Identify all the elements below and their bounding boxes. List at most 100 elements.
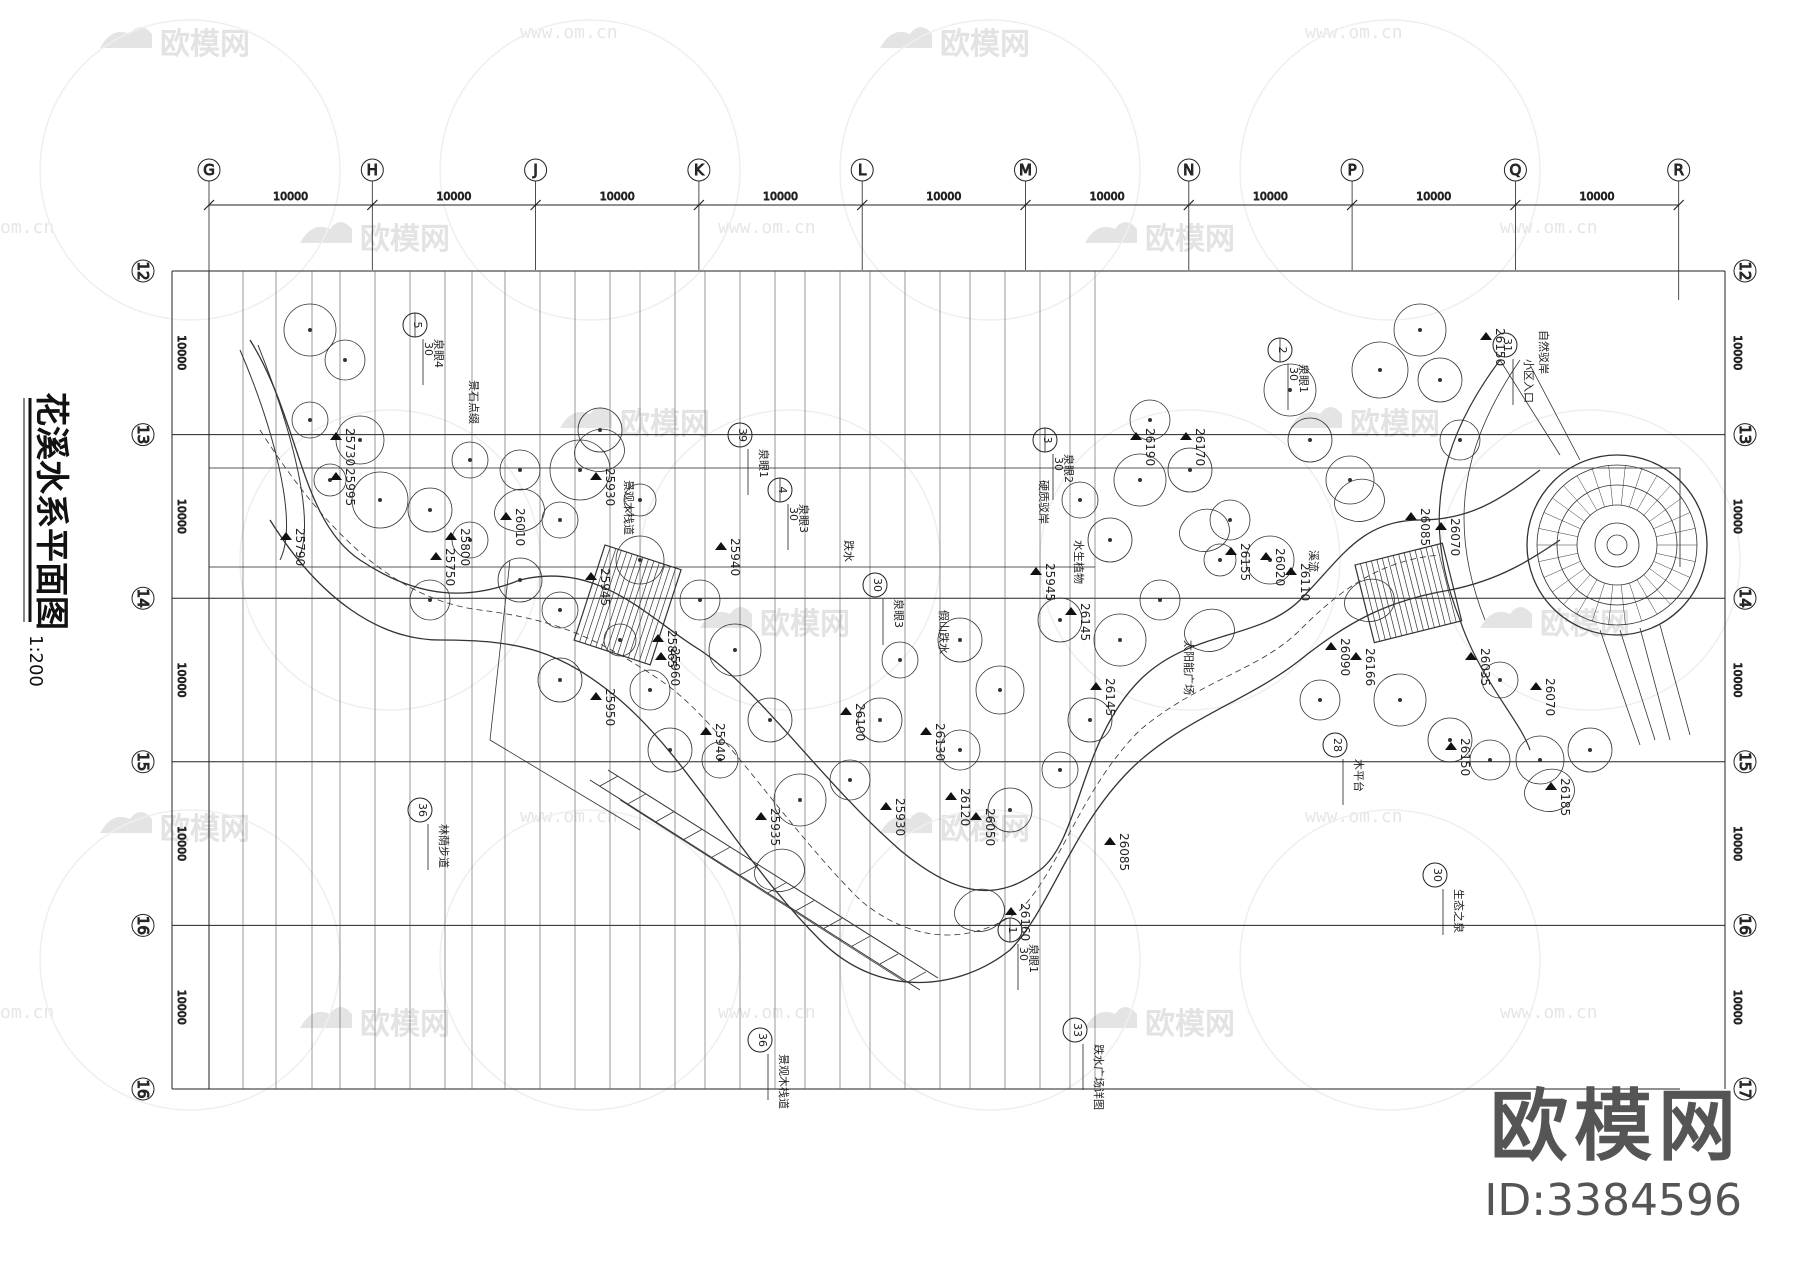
bridge-plank	[1425, 547, 1446, 626]
elevation-value: 25960	[668, 648, 682, 686]
column-spacing-label: 10000	[1253, 190, 1288, 203]
tree-trunk	[1088, 718, 1092, 722]
dimension-tick	[366, 199, 378, 211]
tree-trunk	[718, 758, 722, 762]
watermark-url: www.om.cn	[718, 1002, 816, 1023]
plaza-ray	[1656, 528, 1696, 537]
watermark-sofa-icon	[700, 607, 752, 628]
elevation-triangle	[920, 727, 932, 735]
row-bubble-right	[1733, 913, 1757, 937]
tree-canopy	[629, 669, 671, 711]
column-label: M	[1019, 161, 1032, 179]
tree-trunk	[1228, 518, 1232, 522]
row-bubble-right	[1733, 1077, 1757, 1101]
tree-trunk	[1288, 388, 1292, 392]
elevation-mark: 25935	[755, 808, 782, 846]
plan-note: 溪流	[1307, 550, 1321, 572]
tree-canopy	[541, 591, 579, 629]
dimension-tick	[203, 199, 215, 211]
callout-sheet: 30	[787, 507, 800, 521]
tree-canopy	[313, 463, 347, 497]
tree-canopy	[1287, 417, 1333, 463]
tree-trunk	[1308, 438, 1312, 442]
elevation-value: 25730	[343, 428, 357, 466]
tree-trunk	[1498, 678, 1502, 682]
column-spacing-label: 10000	[926, 190, 961, 203]
bridge-plank	[628, 562, 660, 658]
elevation-value: 26050	[983, 808, 997, 846]
row-label-left: 14	[134, 589, 152, 608]
elevation-triangle	[430, 552, 442, 560]
row-spacing-label-left: 10000	[175, 663, 188, 698]
watermark-sofa-icon	[100, 812, 152, 833]
watermark-url: www.om.cn	[1305, 22, 1403, 43]
bridge-plank	[611, 557, 644, 653]
elevation-value: 26090	[1338, 638, 1352, 676]
landscape-rock	[574, 428, 625, 472]
bridge-plank	[622, 560, 655, 657]
watermark-url: www.om.cn	[1305, 806, 1403, 827]
elevation-value: 25750	[443, 548, 457, 586]
elevation-triangle	[700, 727, 712, 735]
elevation-mark: 26070	[1530, 678, 1557, 716]
axis-grid: G10000H10000J10000K10000L10000M10000N100…	[131, 158, 1757, 1101]
tree-trunk	[768, 718, 772, 722]
bridge-plank	[1376, 559, 1397, 638]
elevation-triangle	[970, 812, 982, 820]
column-spacing-label: 10000	[436, 190, 471, 203]
callout-number: 28	[1331, 738, 1344, 752]
tree-trunk	[468, 538, 472, 542]
bridge-plank	[1414, 549, 1435, 628]
landscape-rock	[494, 488, 545, 532]
row-bubble-left	[131, 913, 155, 937]
watermark-url-partial: om.cn	[0, 1002, 54, 1023]
tree-canopy	[1469, 739, 1511, 781]
column-spacing-label: 10000	[1416, 190, 1451, 203]
bridge-plank	[638, 566, 671, 662]
watermark-arc	[439, 809, 741, 1111]
elevation-value: 26160	[1018, 903, 1032, 941]
plaza-ring	[1594, 522, 1640, 568]
callout-label: 泉眼2	[1062, 454, 1076, 483]
tree-canopy	[1093, 613, 1147, 667]
plaza-ring	[1606, 534, 1628, 556]
row-label-right: 13	[1736, 425, 1754, 444]
row-label-left: 15	[134, 752, 152, 771]
elevation-value: 26100	[853, 703, 867, 741]
plaza-ring	[1526, 454, 1708, 636]
elevation-value: 25930	[603, 468, 617, 506]
elevation-mark: 25950	[590, 688, 617, 726]
tree-canopy	[499, 449, 541, 491]
dimension-tick	[693, 199, 705, 211]
elevation-value: 25935	[768, 808, 782, 846]
elevation-value: 25940	[728, 538, 742, 576]
column-label: J	[532, 161, 537, 179]
row-label-right: 15	[1736, 752, 1754, 771]
tree-trunk	[878, 718, 882, 722]
tree-canopy	[1393, 303, 1447, 357]
tree-canopy	[324, 339, 366, 381]
plaza-ray	[1656, 553, 1696, 562]
callout-label: 跌水广场详图	[1092, 1044, 1106, 1110]
tree-trunk	[698, 598, 702, 602]
plaza-ray	[1552, 497, 1585, 522]
elevation-mark: 26145	[1090, 678, 1117, 716]
column-label: K	[694, 161, 705, 179]
watermark-logo: 欧模网	[1085, 222, 1235, 257]
plaza-ray	[1608, 465, 1614, 506]
boardwalk-plank	[907, 971, 927, 983]
bridge-plank	[606, 555, 638, 651]
elevation-value: 26110	[1298, 563, 1312, 601]
tree-trunk	[1538, 758, 1542, 762]
watermark-logo: 欧模网	[880, 27, 1030, 62]
elevation-triangle	[590, 692, 602, 700]
tree-trunk	[558, 678, 562, 682]
fan-steps-north	[1499, 359, 1581, 461]
watermark-brand: 欧模网	[360, 222, 450, 257]
plaza-ray	[1552, 568, 1585, 593]
tree-canopy	[1113, 453, 1167, 507]
tree-canopy	[975, 665, 1025, 715]
